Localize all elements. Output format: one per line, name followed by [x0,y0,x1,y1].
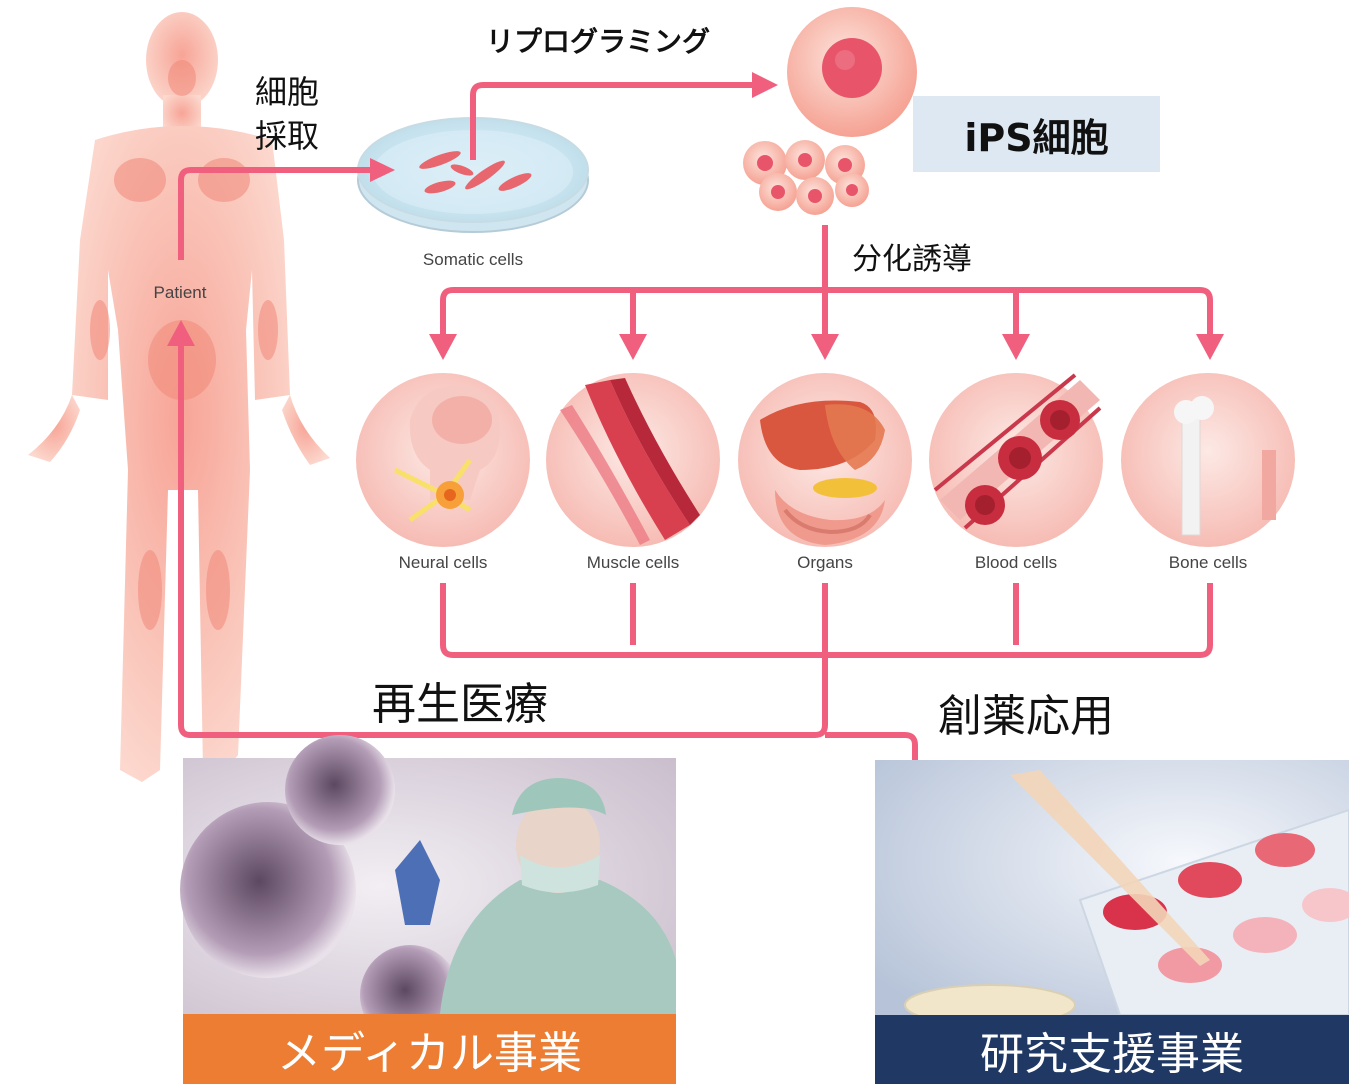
cell-collection-label: 細胞 採取 [255,70,319,158]
reprogramming-label: リプログラミング [486,20,710,60]
research-photo [875,760,1349,1025]
bone-cells-illustration [1121,373,1295,547]
blood-cells-label: Blood cells [946,553,1086,573]
cell-collection-line2: 採取 [255,114,319,158]
muscle-cells-illustration [546,373,720,547]
bone-cells-label: Bone cells [1138,553,1278,573]
medical-photo [180,735,676,1045]
research-business-label: 研究支援事業 [980,1018,1244,1082]
neural-cells-label: Neural cells [373,553,513,573]
medical-business-bar: メディカル事業 [183,1014,676,1084]
muscle-cells-label: Muscle cells [563,553,703,573]
ips-cell-large [787,7,917,137]
ips-colony [743,140,869,215]
ips-cells-box: iPS細胞 [913,96,1160,172]
organs-label: Organs [755,553,895,573]
medical-business-label: メディカル事業 [277,1017,582,1081]
blood-cells-illustration [929,373,1103,547]
regenerative-medicine-label: 再生医療 [372,668,548,732]
patient-label: Patient [130,283,230,303]
organs-illustration [738,373,912,547]
drug-discovery-label: 創薬応用 [938,680,1114,744]
ips-cells-label: iPS細胞 [964,107,1108,162]
neural-cells-illustration [356,373,530,547]
research-business-bar: 研究支援事業 [875,1015,1349,1084]
somatic-cells-label: Somatic cells [393,250,553,270]
differentiation-label: 分化誘導 [852,234,972,278]
cell-collection-line1: 細胞 [255,70,319,114]
